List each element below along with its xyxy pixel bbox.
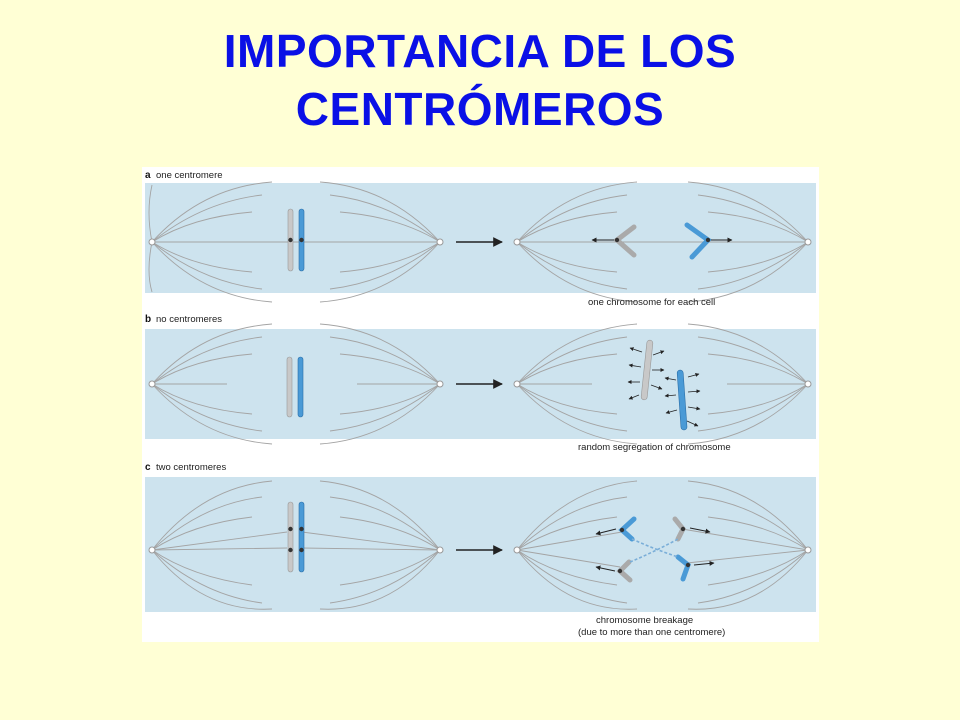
panel-c-background [145,477,816,612]
panel-a-heading: one centromere [156,170,223,181]
panel-c: c two centromeres [145,462,816,638]
panel-c-heading: two centromeres [156,462,226,473]
panel-b-letter: b [145,314,151,325]
panel-c-caption-line-1: chromosome breakage [596,615,693,626]
centromere-figure: a one centromere [142,167,819,642]
panel-c-letter: c [145,462,151,473]
panel-b-caption: random segregation of chromosome [578,442,731,453]
panel-b: b no centromeres [145,314,816,453]
panel-a-letter: a [145,170,151,181]
panel-a: a one centromere [145,170,816,308]
figure-svg: a one centromere [145,170,816,638]
panel-a-background [145,183,816,293]
title-line-1: IMPORTANCIA DE LOS [223,25,737,77]
panel-b-heading: no centromeres [156,314,222,325]
title-line-2: CENTRÓMEROS [295,83,665,135]
slide-title: IMPORTANCIA DE LOS CENTRÓMEROS [0,22,960,138]
panel-a-caption: one chromosome for each cell [588,297,715,308]
panel-c-caption-line-2: (due to more than one centromere) [578,627,725,638]
